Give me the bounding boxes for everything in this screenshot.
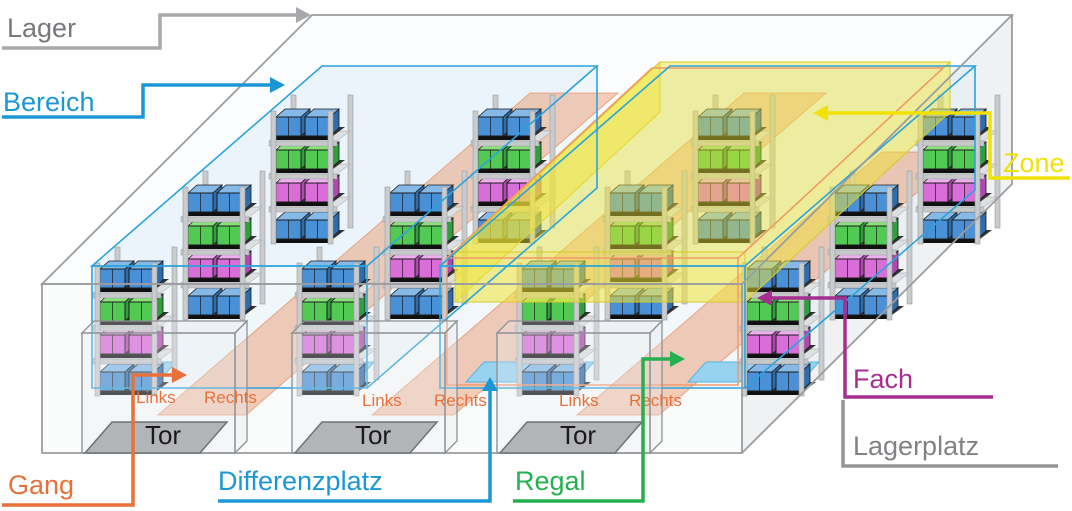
tor-label-1: Tor bbox=[145, 420, 181, 450]
gate-2 bbox=[290, 319, 459, 455]
rack-bay bbox=[180, 170, 266, 321]
gate-1 bbox=[80, 319, 249, 455]
callout-differenzplatz: Differenzplatz bbox=[218, 377, 498, 503]
callout-lager: Lager bbox=[2, 7, 311, 50]
callout-lagerplatz: Lagerplatz bbox=[841, 400, 1058, 468]
callout-zone: Zone bbox=[813, 105, 1070, 180]
gate-labels: Tor Tor Tor Links Rechts Links Rechts Li… bbox=[136, 388, 682, 450]
rack-bay bbox=[915, 94, 1001, 245]
warehouse-outline bbox=[39, 14, 1015, 454]
gates bbox=[80, 319, 664, 455]
fach-label: Fach bbox=[853, 364, 913, 394]
tor-label-3: Tor bbox=[560, 420, 596, 450]
tor-label-2: Tor bbox=[355, 420, 391, 450]
gate-3 bbox=[495, 319, 664, 455]
gang-label: Gang bbox=[8, 470, 74, 500]
rechts-label-3: Rechts bbox=[629, 391, 682, 410]
links-label-2: Links bbox=[362, 391, 402, 410]
links-label-3: Links bbox=[559, 391, 599, 410]
rechts-label-2: Rechts bbox=[434, 391, 487, 410]
zone-label: Zone bbox=[1003, 148, 1065, 178]
regal-label: Regal bbox=[515, 466, 586, 496]
links-label-1: Links bbox=[136, 388, 176, 407]
rack-rows bbox=[92, 94, 1001, 397]
rack-bay bbox=[268, 94, 354, 245]
callout-fach: Fach bbox=[757, 290, 993, 399]
rack-bay bbox=[382, 170, 468, 321]
callout-regal: Regal bbox=[513, 351, 685, 503]
lager-label: Lager bbox=[7, 13, 76, 43]
bereich-label: Bereich bbox=[3, 87, 95, 117]
lagerplatz-label: Lagerplatz bbox=[853, 431, 979, 461]
differenzplatz-label: Differenzplatz bbox=[218, 466, 383, 496]
rechts-label-1: Rechts bbox=[204, 388, 257, 407]
callout-bereich: Bereich bbox=[2, 77, 285, 119]
rack-bay bbox=[690, 94, 776, 245]
rack-bay bbox=[294, 246, 380, 397]
bereich-right-right-edge bbox=[744, 66, 976, 389]
bereich-region-outlines bbox=[89, 65, 978, 389]
callout-gang: Gang bbox=[2, 367, 187, 507]
